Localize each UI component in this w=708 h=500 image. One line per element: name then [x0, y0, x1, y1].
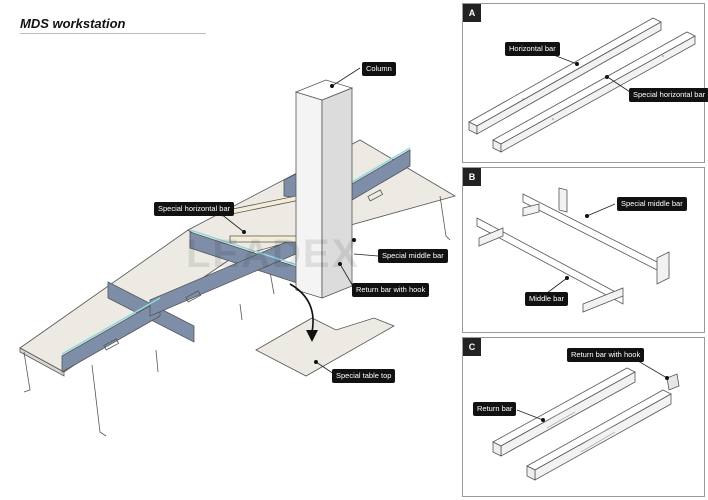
desk-leg: [23, 351, 31, 393]
screen-panel: [61, 299, 161, 373]
callout-return-bar-with-hook: Return bar with hook: [352, 283, 430, 297]
callout-return-bar: Return bar: [473, 402, 517, 416]
workstation-drawing: [19, 67, 457, 437]
panel-c-drawing: [492, 357, 680, 481]
panel-tag: C: [463, 338, 481, 356]
callout-return-bar-with-hook-c: Return bar with hook: [567, 348, 645, 362]
panel-b-drawing: [476, 187, 670, 313]
desk-leg: [155, 349, 159, 373]
callout-middle-bar: Middle bar: [525, 292, 569, 306]
column-top: [294, 79, 354, 101]
special-table-top: [255, 317, 395, 377]
callout-special-middle-bar-b: Special middle bar: [617, 197, 687, 211]
callout-special-table-top: Special table top: [332, 369, 396, 383]
watermark: LEADEX: [186, 232, 361, 276]
detail-panel-b: B Special middle bar Middle bar: [462, 167, 705, 333]
callout-horizontal-bar: Horizontal bar: [505, 42, 560, 56]
diagram-title: MDS workstation: [20, 16, 126, 31]
callout-special-horizontal-bar: Special horizontal bar: [154, 202, 235, 216]
title-underline: [20, 33, 206, 34]
callout-special-middle-bar: Special middle bar: [378, 249, 448, 263]
desk-top-edge: [19, 347, 65, 377]
desk-leg: [91, 364, 107, 437]
desk-leg: [439, 195, 451, 241]
callout-column: Column: [362, 62, 396, 76]
callout-special-horizontal-bar-a: Special horizontal bar: [629, 88, 708, 102]
panel-tag: A: [463, 4, 481, 22]
desk-leg: [239, 303, 243, 321]
panel-tag: B: [463, 168, 481, 186]
desk-leg: [269, 271, 275, 295]
move-arrow: [289, 283, 314, 333]
panel-a-drawing: [468, 17, 696, 153]
detail-panel-a: A Horizontal bar Special horizontal bar: [462, 3, 708, 163]
detail-panel-c: C Return bar with hook Return bar: [462, 337, 705, 497]
